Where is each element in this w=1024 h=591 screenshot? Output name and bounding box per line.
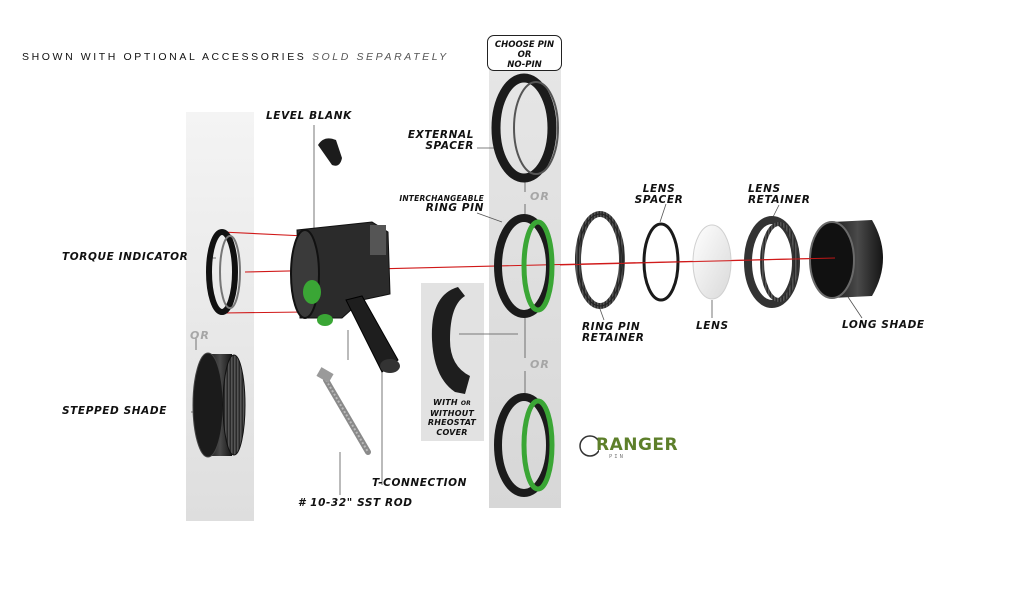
label-rheostat-with: WITH <box>433 398 458 407</box>
label-lens-retainer: LENS RETAINER <box>748 184 810 206</box>
choose-pin-box: CHOOSE PIN OR NO-PIN <box>487 35 562 71</box>
label-external-spacer: EXTERNAL SPACER <box>396 130 474 152</box>
t-connection-arm <box>345 295 400 373</box>
label-lens-spacer-line1: LENS <box>642 183 676 195</box>
stepped-shade <box>192 352 246 458</box>
label-rheostat-line3: RHEOSTAT <box>427 418 477 427</box>
label-stepped-shade: STEPPED SHADE <box>62 405 167 417</box>
laser-front-line <box>559 257 836 266</box>
or-bottom: OR <box>530 358 550 371</box>
sst-rod <box>316 367 371 455</box>
label-external-spacer-line2: SPACER <box>425 140 474 152</box>
or-top: OR <box>530 190 550 203</box>
ring-pin-lower <box>494 393 555 497</box>
label-interchangeable: INTERCHANGEABLE <box>399 194 484 203</box>
label-sst-rod: # 10-32" SST ROD <box>298 497 413 509</box>
choose-line-1: CHOOSE PIN <box>494 40 555 50</box>
page-header: SHOWN WITH OPTIONAL ACCESSORIES SOLD SEP… <box>22 51 449 63</box>
label-lens: LENS <box>696 320 729 332</box>
label-torque-indicator: TORQUE INDICATOR <box>62 251 189 263</box>
label-level-blank: LEVEL BLANK <box>266 110 352 122</box>
label-rheostat-line4: COVER <box>436 427 468 437</box>
choose-line-2: OR <box>517 50 532 60</box>
interchangeable-ring-pin <box>494 214 555 318</box>
ranger-logo-circle-icon <box>579 435 599 457</box>
label-lens-retainer-line2: RETAINER <box>748 194 811 206</box>
label-t-connection: T-CONNECTION <box>372 477 468 489</box>
ranger-logo-sub: PIN <box>609 454 625 460</box>
label-rheostat-line2: WITHOUT <box>429 408 475 418</box>
label-ring-pin: INTERCHANGEABLE RING PIN <box>392 194 484 214</box>
rheostat-cover <box>431 287 470 394</box>
label-rheostat-or: OR <box>460 400 471 407</box>
external-spacer <box>491 73 559 183</box>
ranger-pin-logo: RANGER PIN <box>579 432 689 462</box>
torque-indicator-ring <box>206 229 241 315</box>
ranger-logo-text: RANGER <box>596 435 679 455</box>
sight-housing <box>290 221 391 326</box>
label-long-shade: LONG SHADE <box>842 319 925 331</box>
left-panel <box>186 112 254 521</box>
header-main-text: SHOWN WITH OPTIONAL ACCESSORIES <box>22 51 307 63</box>
label-lens-spacer-line2: SPACER <box>634 194 684 206</box>
level-blank-part <box>318 138 342 166</box>
label-lens-retainer-line1: LENS <box>748 183 781 195</box>
lens-retainer <box>744 216 800 308</box>
label-external-spacer-line1: EXTERNAL <box>407 129 474 141</box>
choose-line-3: NO-PIN <box>507 60 542 70</box>
label-ring-pin-retainer-line2: RETAINER <box>582 332 645 344</box>
ring-pin-retainer <box>575 211 625 309</box>
label-ring-pin-retainer: RING PIN RETAINER <box>582 322 644 344</box>
or-left: OR <box>190 329 210 342</box>
label-ring-pin-line: RING PIN <box>425 202 484 214</box>
label-lens-spacer: LENS SPACER <box>628 184 690 206</box>
header-sold-text: SOLD SEPARATELY <box>311 51 449 63</box>
label-rheostat-cover: WITH OR WITHOUT RHEOSTAT COVER <box>418 398 486 437</box>
long-shade <box>809 220 883 299</box>
label-rheostat-line1: WITH OR <box>418 398 486 409</box>
label-ring-pin-retainer-line1: RING PIN <box>582 321 641 333</box>
